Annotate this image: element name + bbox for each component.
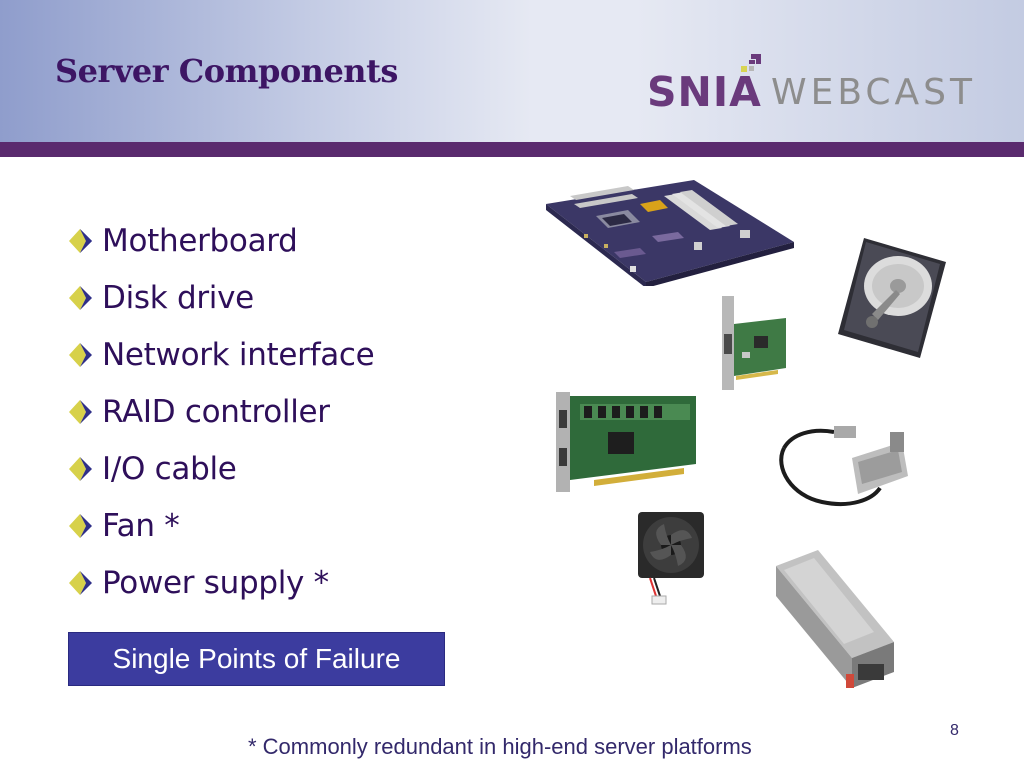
list-item: Network interface — [66, 326, 375, 383]
power-supply-icon — [776, 550, 894, 688]
header-divider — [0, 142, 1024, 157]
motherboard-icon — [546, 180, 794, 286]
diamond-bullet-icon — [69, 399, 92, 424]
diamond-bullet-icon — [69, 456, 92, 481]
list-item: I/O cable — [66, 440, 374, 497]
diamond-bullet-icon — [69, 285, 92, 310]
diamond-bullet-icon — [69, 342, 92, 367]
list-item: RAID controller — [66, 383, 374, 440]
raid-controller-icon — [556, 392, 696, 492]
fan-icon — [638, 512, 704, 605]
single-points-of-failure-callout: Single Points of Failure — [68, 632, 445, 686]
hard-disk-icon — [838, 238, 946, 358]
io-cable-icon — [779, 426, 908, 507]
page-number: 8 — [950, 722, 959, 739]
logo-mark-icon — [741, 54, 761, 72]
slide-title: Server Components — [55, 52, 398, 90]
snia-webcast-logo: SNIA WEBCAST — [645, 48, 1015, 120]
list-item: Fan * — [66, 497, 374, 554]
component-list: Motherboard Disk drive Network interface… — [66, 212, 375, 611]
footnote: * Commonly redundant in high-end server … — [248, 734, 752, 759]
list-item: Motherboard — [66, 212, 374, 269]
diamond-bullet-icon — [69, 513, 92, 538]
header-banner — [0, 0, 1024, 142]
list-item: Disk drive — [66, 269, 374, 326]
list-item-label: Disk drive — [102, 279, 254, 316]
list-item-label: Power supply * — [102, 564, 329, 601]
diamond-bullet-icon — [69, 570, 92, 595]
network-card-icon — [722, 296, 786, 390]
list-item-label: I/O cable — [102, 450, 237, 487]
list-item-label: Network interface — [102, 336, 375, 373]
list-item-label: Motherboard — [102, 222, 298, 259]
diamond-bullet-icon — [69, 228, 92, 253]
list-item: Power supply * — [66, 554, 374, 611]
logo-brand: SNIA — [647, 68, 762, 116]
logo-product: WEBCAST — [771, 72, 977, 113]
list-item-label: Fan * — [102, 507, 180, 544]
list-item-label: RAID controller — [102, 393, 330, 430]
